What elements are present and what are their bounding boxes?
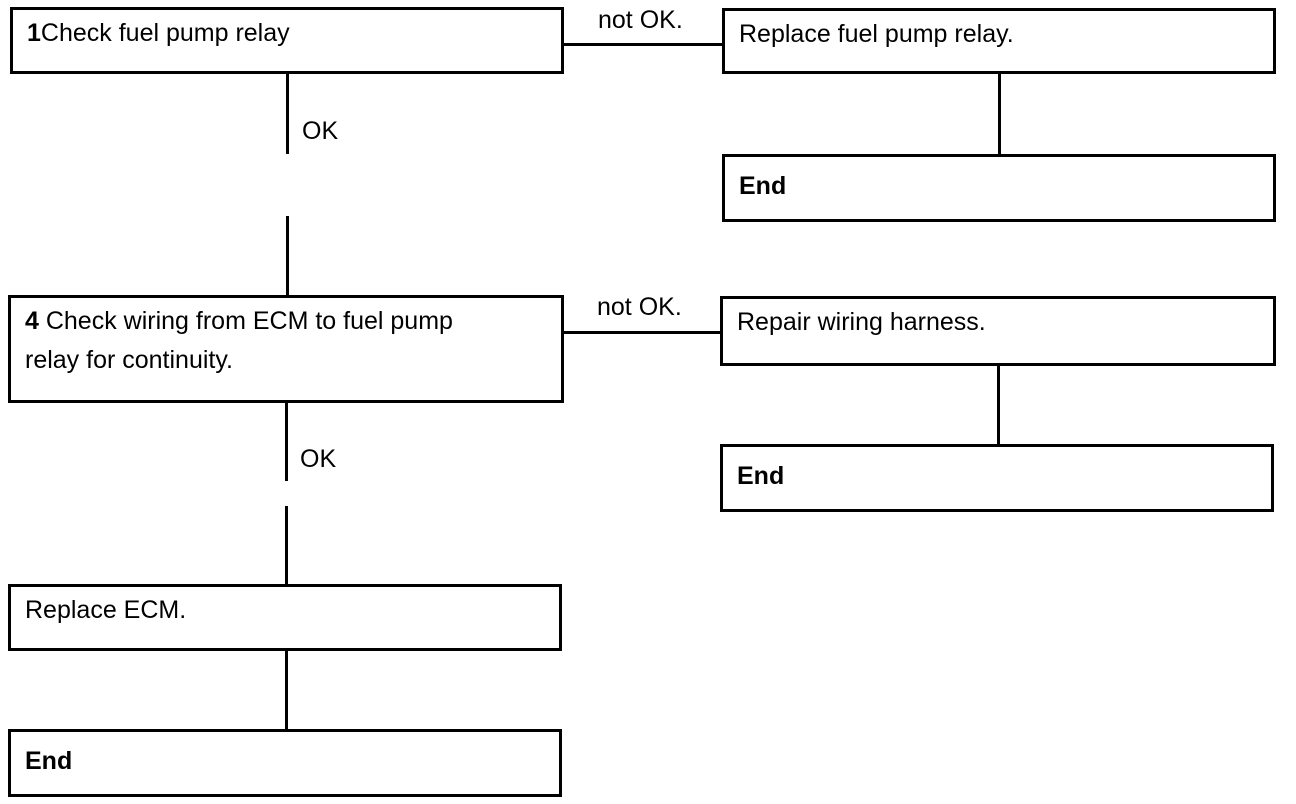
end-box-ecm: End	[8, 729, 562, 797]
end-box-harness: End	[720, 444, 1274, 512]
step1-number: 1	[27, 19, 41, 47]
step4-box: 4 Check wiring from ECM to fuel pump rel…	[8, 295, 564, 403]
replace-relay-to-end-connector	[998, 74, 1001, 156]
step4-fail-connector	[564, 331, 722, 334]
replace-ecm-box: Replace ECM.	[8, 584, 562, 651]
step4-number: 4	[25, 307, 39, 335]
replace-fuel-pump-relay-text: Replace fuel pump relay.	[739, 20, 1014, 48]
end-text-relay: End	[739, 172, 787, 200]
repair-wiring-harness-text: Repair wiring harness.	[737, 308, 986, 336]
step1-fail-label: not OK.	[598, 6, 683, 34]
step1-text: Check fuel pump relay	[40, 19, 290, 47]
step1-pass-label: OK	[302, 117, 339, 145]
end-text-harness: End	[737, 462, 785, 490]
step4-pass-label: OK	[300, 445, 337, 473]
repair-wiring-harness-box: Repair wiring harness.	[720, 296, 1276, 366]
end-text-ecm: End	[25, 747, 73, 775]
replace-ecm-to-end-connector	[285, 651, 288, 731]
step4-pass-connector-upper	[285, 403, 288, 481]
step4-text-line1: Check wiring from ECM to fuel pump	[38, 307, 453, 335]
end-box-relay: End	[722, 154, 1276, 222]
replace-ecm-text: Replace ECM.	[25, 596, 187, 624]
step1-pass-connector-upper	[286, 74, 289, 154]
step1-pass-connector-lower	[286, 216, 289, 296]
step4-fail-label: not OK.	[597, 293, 682, 321]
repair-harness-to-end-connector	[997, 366, 1000, 446]
replace-fuel-pump-relay-box: Replace fuel pump relay.	[722, 8, 1276, 74]
step1-box: 1Check fuel pump relay	[10, 7, 564, 74]
step4-pass-connector-lower	[285, 506, 288, 586]
step1-fail-connector	[564, 43, 724, 46]
step4-text-line2: relay for continuity.	[25, 346, 233, 374]
